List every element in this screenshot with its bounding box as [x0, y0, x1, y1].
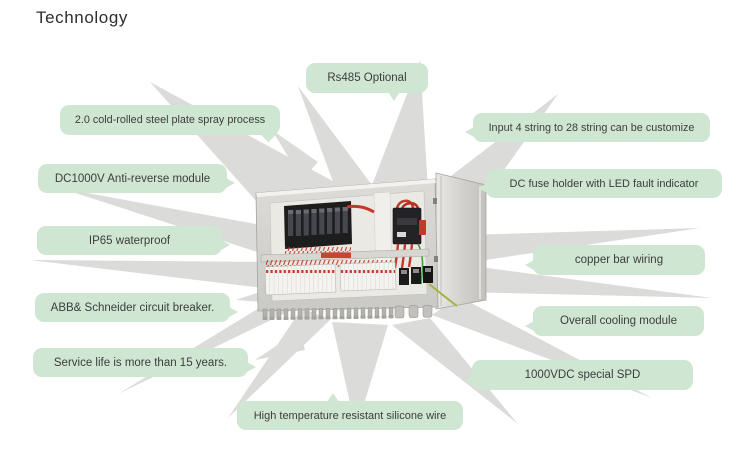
label-1000vdc-spd: 1000VDC special SPD: [464, 360, 693, 390]
label-service-life: Service life is more than 15 years.: [33, 348, 256, 377]
copper-busbar: [260, 248, 430, 263]
cable-glands: [261, 304, 433, 321]
page-title: Technology: [36, 8, 129, 27]
terminal-blocks: [264, 260, 397, 296]
label-ip65-waterproof: IP65 waterproof: [37, 226, 230, 255]
label-copper-bar-wiring: copper bar wiring: [525, 245, 705, 275]
enclosure-door: [435, 172, 487, 310]
output-lugs: [399, 266, 433, 285]
ground-wire: [428, 283, 458, 307]
label-dc-fuse-holder: DC fuse holder with LED fault indicator: [478, 169, 722, 198]
label-circuit-breaker: ABB& Schneider circuit breaker.: [35, 293, 238, 322]
label-anti-reverse-module: DC1000V Anti-reverse module: [38, 164, 235, 193]
label-overall-cooling-module: Overall cooling module: [525, 306, 704, 336]
label-steel-plate-spray: 2.0 cold-rolled steel plate spray proces…: [60, 105, 280, 135]
combiner-box-photo: [255, 172, 487, 321]
main-breaker: [392, 199, 426, 285]
label-rs485-optional: Rs485 Optional: [306, 63, 428, 101]
fuse-block: [284, 201, 375, 257]
label-input-strings: Input 4 string to 28 string can be custo…: [465, 113, 710, 142]
label-silicone-wire: High temperature resistant silicone wire: [237, 393, 463, 430]
